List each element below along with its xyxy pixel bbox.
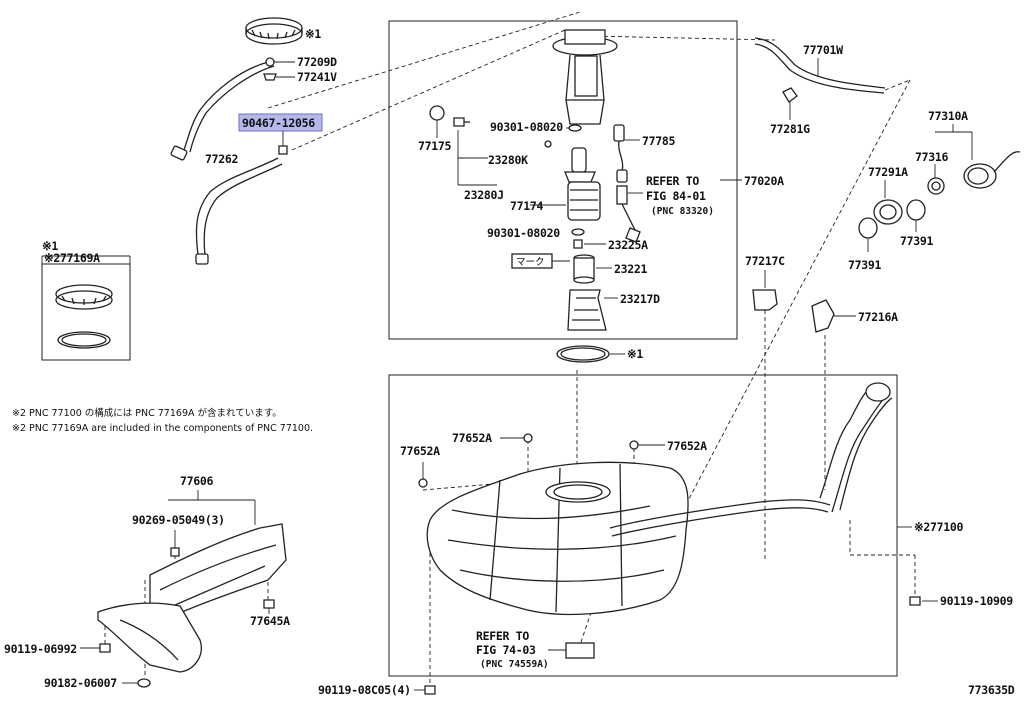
part-label-77391-right[interactable]: 77391: [900, 234, 934, 248]
bolt-90119-06992: [99, 643, 111, 653]
suction-filter-23217d: [567, 289, 607, 331]
gasket-77391-left: [858, 217, 878, 239]
clamp-77241v: [263, 73, 277, 81]
part-label-23225a[interactable]: 23225A: [608, 238, 648, 252]
fuel-filter-fitting: [453, 117, 465, 127]
part-label-77606[interactable]: 77606: [180, 474, 214, 488]
tank-assembly-frame: [388, 374, 898, 677]
clip-77209d: [265, 57, 275, 67]
mark-box-label: マーク: [516, 257, 545, 268]
washer-90182: [137, 678, 151, 688]
diagram-id: 773635D: [968, 683, 1015, 697]
part-label-77217c[interactable]: 77217C: [745, 254, 785, 268]
part-label-77316[interactable]: 77316: [915, 150, 949, 164]
note-english: ※2 PNC 77169A are included in the compon…: [12, 423, 313, 434]
refer-fig74-line2[interactable]: FIG 74-03: [476, 643, 536, 657]
tank-band-77606: [97, 523, 287, 673]
part-label-90119-06992[interactable]: 90119-06992: [4, 642, 77, 656]
refer-fig84-line1[interactable]: REFER TO: [646, 174, 700, 188]
part-label-90182-06007[interactable]: 90182-06007: [44, 676, 118, 690]
part-label-77652a-c[interactable]: 77652A: [667, 439, 707, 453]
fuel-pump-flange: [552, 29, 618, 125]
mark1-top-label: ※1: [305, 27, 321, 41]
ring-77316: [927, 177, 945, 195]
gasket-legend: [57, 331, 111, 349]
hose-77701w: [754, 37, 886, 94]
part-label-77262[interactable]: 77262: [205, 152, 238, 166]
part-label-23280k[interactable]: 23280K: [488, 153, 528, 167]
part-label-23221[interactable]: 23221: [614, 262, 648, 276]
refer-fig74-line3[interactable]: (PNC 74559A): [480, 659, 549, 670]
wire-harness-77785: [613, 124, 628, 183]
refer-fig74-line1[interactable]: REFER TO: [476, 629, 530, 643]
part-label-23217d[interactable]: 23217D: [620, 292, 660, 306]
part-label-77241v[interactable]: 77241V: [297, 70, 337, 84]
gasket-mid: [556, 345, 610, 363]
protector-77217c: [752, 289, 778, 311]
filler-pipe-77100: [609, 382, 893, 537]
filler-neck-77291a: [873, 199, 903, 225]
breather-hose-upper: [170, 61, 275, 161]
lock-ring-legend: [55, 284, 113, 310]
legend-frame: [41, 263, 131, 361]
clip-77652a-c: [629, 440, 639, 450]
label-plate-74559a: [565, 642, 595, 659]
note-japanese: ※2 PNC 77100 の構成には PNC 77169A が含まれています。: [12, 407, 282, 419]
refer-fig84-line3[interactable]: (PNC 83320): [651, 206, 714, 217]
clamp-77281g: [782, 87, 798, 103]
part-label-77174[interactable]: 77174: [510, 199, 544, 213]
bolt-90119-08c05: [424, 685, 436, 695]
protector-77216a: [811, 299, 835, 333]
fuel-tank: [426, 461, 689, 616]
part-label-77645a[interactable]: 77645A: [250, 614, 290, 628]
part-label-90119-08c05[interactable]: 90119-08C05(4): [318, 683, 411, 697]
part-label-77785[interactable]: 77785: [642, 134, 676, 148]
part-label-77391-left[interactable]: 77391: [848, 258, 882, 272]
bolt-77645a: [263, 599, 275, 609]
part-label-77291a[interactable]: 77291A: [868, 165, 908, 179]
part-label-90269-05049[interactable]: 90269-05049(3): [132, 513, 225, 527]
fuel-pump-body: [564, 147, 601, 221]
legend-part-label[interactable]: ※277169A: [44, 251, 100, 265]
fuel-filter-23221: [573, 254, 595, 284]
clip-77652a-a: [523, 433, 533, 443]
part-label-77701w[interactable]: 77701W: [803, 43, 843, 57]
refer-fig84-line2[interactable]: FIG 84-01: [646, 189, 706, 203]
part-label-90301-upper[interactable]: 90301-08020: [490, 120, 564, 134]
part-label-77020a[interactable]: 77020A: [744, 174, 784, 188]
part-label-77175[interactable]: 77175: [418, 139, 452, 153]
part-label-90467-12056[interactable]: 90467-12056: [242, 116, 316, 130]
seal-77175: [429, 105, 445, 121]
part-label-90301-lower[interactable]: 90301-08020: [487, 226, 561, 240]
bolt-90119-10909: [909, 596, 921, 606]
mark1-mid-label: ※1: [627, 347, 643, 361]
gasket-77391-right: [906, 199, 926, 221]
part-label-90119-10909[interactable]: 90119-10909: [940, 594, 1014, 608]
part-label-23280j[interactable]: 23280J: [464, 188, 504, 202]
part-label-77652a-b[interactable]: 77652A: [400, 444, 440, 458]
lock-ring-top: [245, 17, 303, 45]
clip-90467: [278, 145, 288, 155]
part-label-77652a-a[interactable]: 77652A: [452, 431, 492, 445]
bolt-90269: [170, 547, 180, 557]
fuel-cap: [963, 151, 1021, 189]
part-label-77209d[interactable]: 77209D: [297, 55, 337, 69]
part-label-77310a[interactable]: 77310A: [928, 109, 968, 123]
part-label-77100[interactable]: ※277100: [914, 520, 964, 534]
highlight-box: [238, 113, 323, 132]
part-label-77216a[interactable]: 77216A: [858, 310, 898, 324]
legend-mark-label: ※1: [42, 239, 58, 253]
part-label-77281g[interactable]: 77281G: [770, 122, 810, 136]
breather-hose-lower: [195, 157, 283, 265]
clip-77652a-b: [418, 478, 428, 488]
sender-gauge-arm: [616, 185, 641, 243]
